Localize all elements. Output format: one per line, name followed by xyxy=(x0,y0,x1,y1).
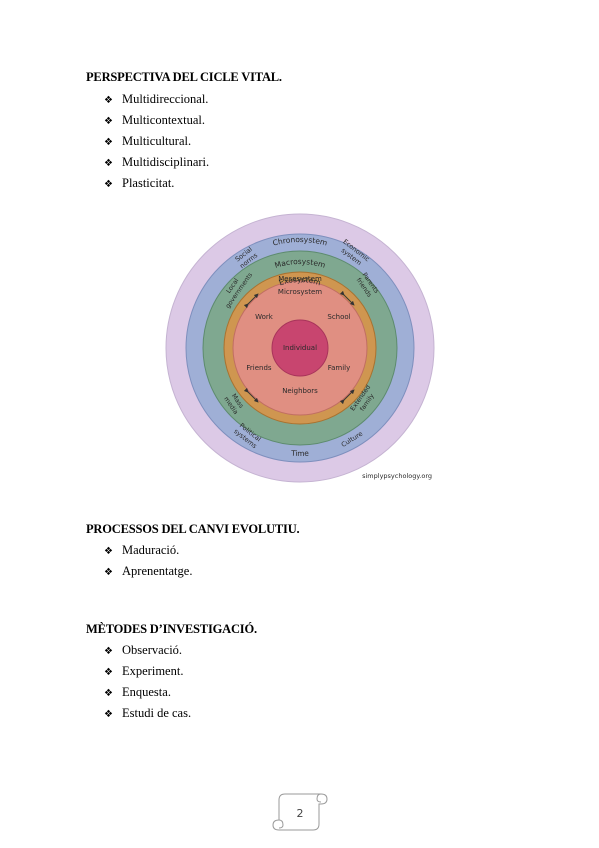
chronosystem-label: Chronosystem xyxy=(272,235,329,248)
list-item: ❖Enquesta. xyxy=(104,682,191,703)
individual-label: Individual xyxy=(283,344,317,352)
list-item: ❖Estudi de cas. xyxy=(104,703,191,724)
list-item: ❖Multicontextual. xyxy=(104,110,209,131)
diamond-bullet-icon: ❖ xyxy=(104,709,113,720)
diamond-bullet-icon: ❖ xyxy=(104,116,113,127)
neighbors-label: Neighbors xyxy=(282,387,318,395)
mesosystem-arrow xyxy=(339,389,355,405)
list-item: ❖Multicultural. xyxy=(104,131,209,152)
diamond-bullet-icon: ❖ xyxy=(104,137,113,148)
diamond-bullet-icon: ❖ xyxy=(104,546,113,557)
processos-list: ❖Maduració. ❖Aprenentatge. xyxy=(104,540,192,582)
source-credit: simplypsychology.org xyxy=(362,472,432,480)
exosystem-label: Exosystem xyxy=(278,275,322,287)
school-label: School xyxy=(327,313,350,321)
mesosystem-arrow xyxy=(243,293,259,309)
work-label: Work xyxy=(255,313,274,321)
diamond-bullet-icon: ❖ xyxy=(104,95,113,106)
ecological-systems-diagram: Chronosystem Macrosystem Exosystem Mesos… xyxy=(165,213,435,483)
diamond-bullet-icon: ❖ xyxy=(104,567,113,578)
diamond-bullet-icon: ❖ xyxy=(104,646,113,657)
family-label: Family xyxy=(328,364,351,372)
page-number: 2 xyxy=(297,807,304,820)
diamond-bullet-icon: ❖ xyxy=(104,667,113,678)
list-item: ❖Plasticitat. xyxy=(104,173,209,194)
diamond-bullet-icon: ❖ xyxy=(104,688,113,699)
macrosystem-label: Macrosystem xyxy=(274,257,327,270)
list-item: ❖Multidisciplinari. xyxy=(104,152,209,173)
section-heading-metodes: MÈTODES D’INVESTIGACIÓ. xyxy=(86,622,257,636)
individual-circle xyxy=(271,319,329,377)
page-number-scroll: 2 xyxy=(272,793,328,831)
section-heading-perspectiva: PERSPECTIVA DEL CICLE VITAL. xyxy=(86,70,282,84)
time-label: Time xyxy=(290,449,310,458)
diamond-bullet-icon: ❖ xyxy=(104,158,113,169)
list-item: ❖Maduració. xyxy=(104,540,192,561)
microsystem-label: Microsystem xyxy=(278,288,322,296)
perspectiva-list: ❖Multidireccional. ❖Multicontextual. ❖Mu… xyxy=(104,89,209,194)
friends-label: Friends xyxy=(246,364,272,372)
scroll-icon xyxy=(272,793,328,831)
list-item: ❖Multidireccional. xyxy=(104,89,209,110)
metodes-list: ❖Observació. ❖Experiment. ❖Enquesta. ❖Es… xyxy=(104,640,191,724)
diamond-bullet-icon: ❖ xyxy=(104,179,113,190)
mesosystem-arrow xyxy=(339,290,355,306)
list-item: ❖Experiment. xyxy=(104,661,191,682)
list-item: ❖Aprenentatge. xyxy=(104,561,192,582)
mesosystem-label: Mesosystem xyxy=(278,275,322,283)
mesosystem-arrow xyxy=(243,387,259,403)
list-item: ❖Observació. xyxy=(104,640,191,661)
section-heading-processos: PROCESSOS DEL CANVI EVOLUTIU. xyxy=(86,522,300,536)
